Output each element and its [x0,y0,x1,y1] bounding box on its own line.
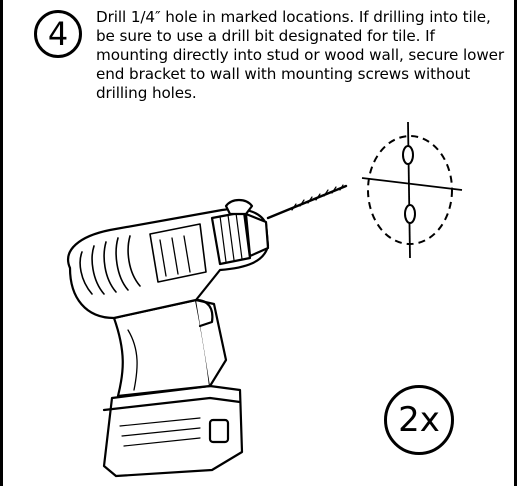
step-number: 4 [47,15,69,53]
instruction-text: Drill 1/4″ hole in marked locations. If … [96,8,505,102]
quantity-label: 2x [398,400,440,440]
step-number-badge: 4 [34,10,82,58]
quantity-badge: 2x [384,385,454,455]
marked-holes-detail-icon [361,121,463,259]
cordless-drill-icon [67,184,348,478]
